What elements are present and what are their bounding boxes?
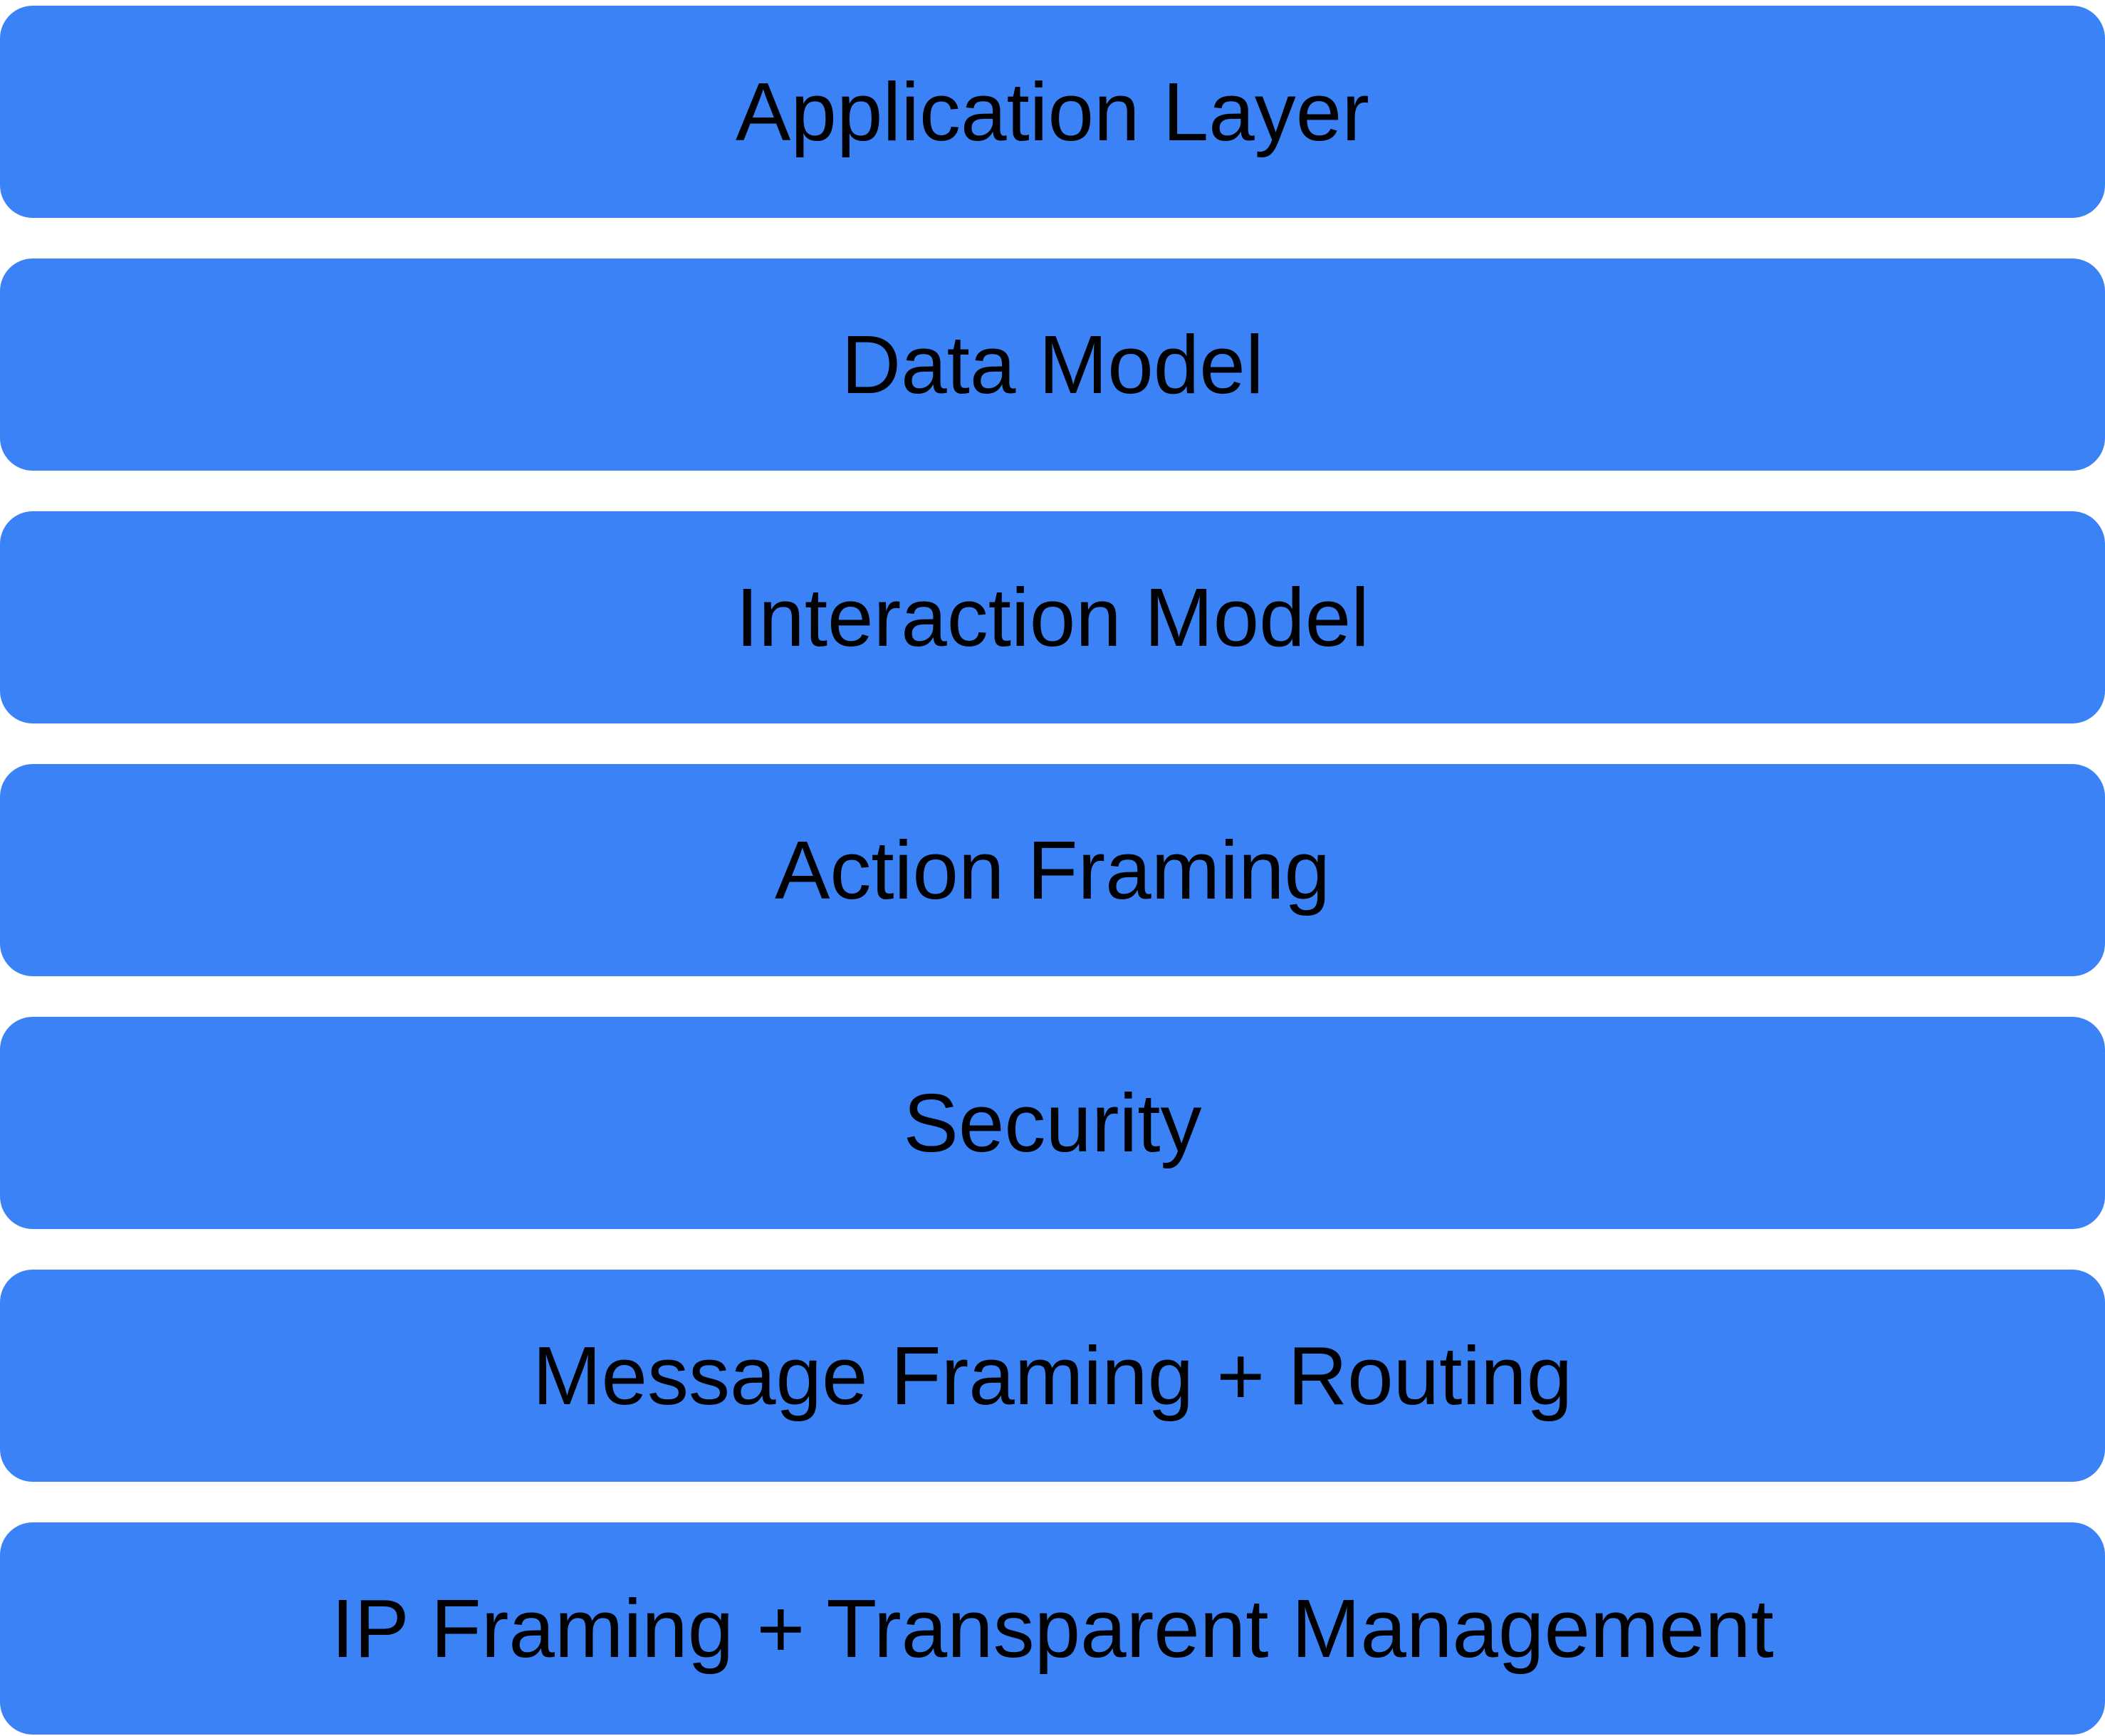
layer-label-ip-framing-transparent-management: IP Framing + Transparent Management <box>331 1582 1774 1675</box>
layer-data-model: Data Model <box>0 258 2105 471</box>
layer-ip-framing-transparent-management: IP Framing + Transparent Management <box>0 1522 2105 1735</box>
layer-label-data-model: Data Model <box>841 318 1264 411</box>
layer-action-framing: Action Framing <box>0 764 2105 976</box>
layer-application-layer: Application Layer <box>0 6 2105 218</box>
layer-security: Security <box>0 1017 2105 1229</box>
layer-interaction-model: Interaction Model <box>0 511 2105 723</box>
layer-label-action-framing: Action Framing <box>774 824 1331 916</box>
layer-label-message-framing-routing: Message Framing + Routing <box>532 1329 1573 1422</box>
layer-message-framing-routing: Message Framing + Routing <box>0 1270 2105 1482</box>
layer-label-interaction-model: Interaction Model <box>736 571 1369 664</box>
layer-label-application-layer: Application Layer <box>736 66 1369 158</box>
layer-label-security: Security <box>903 1077 1202 1169</box>
